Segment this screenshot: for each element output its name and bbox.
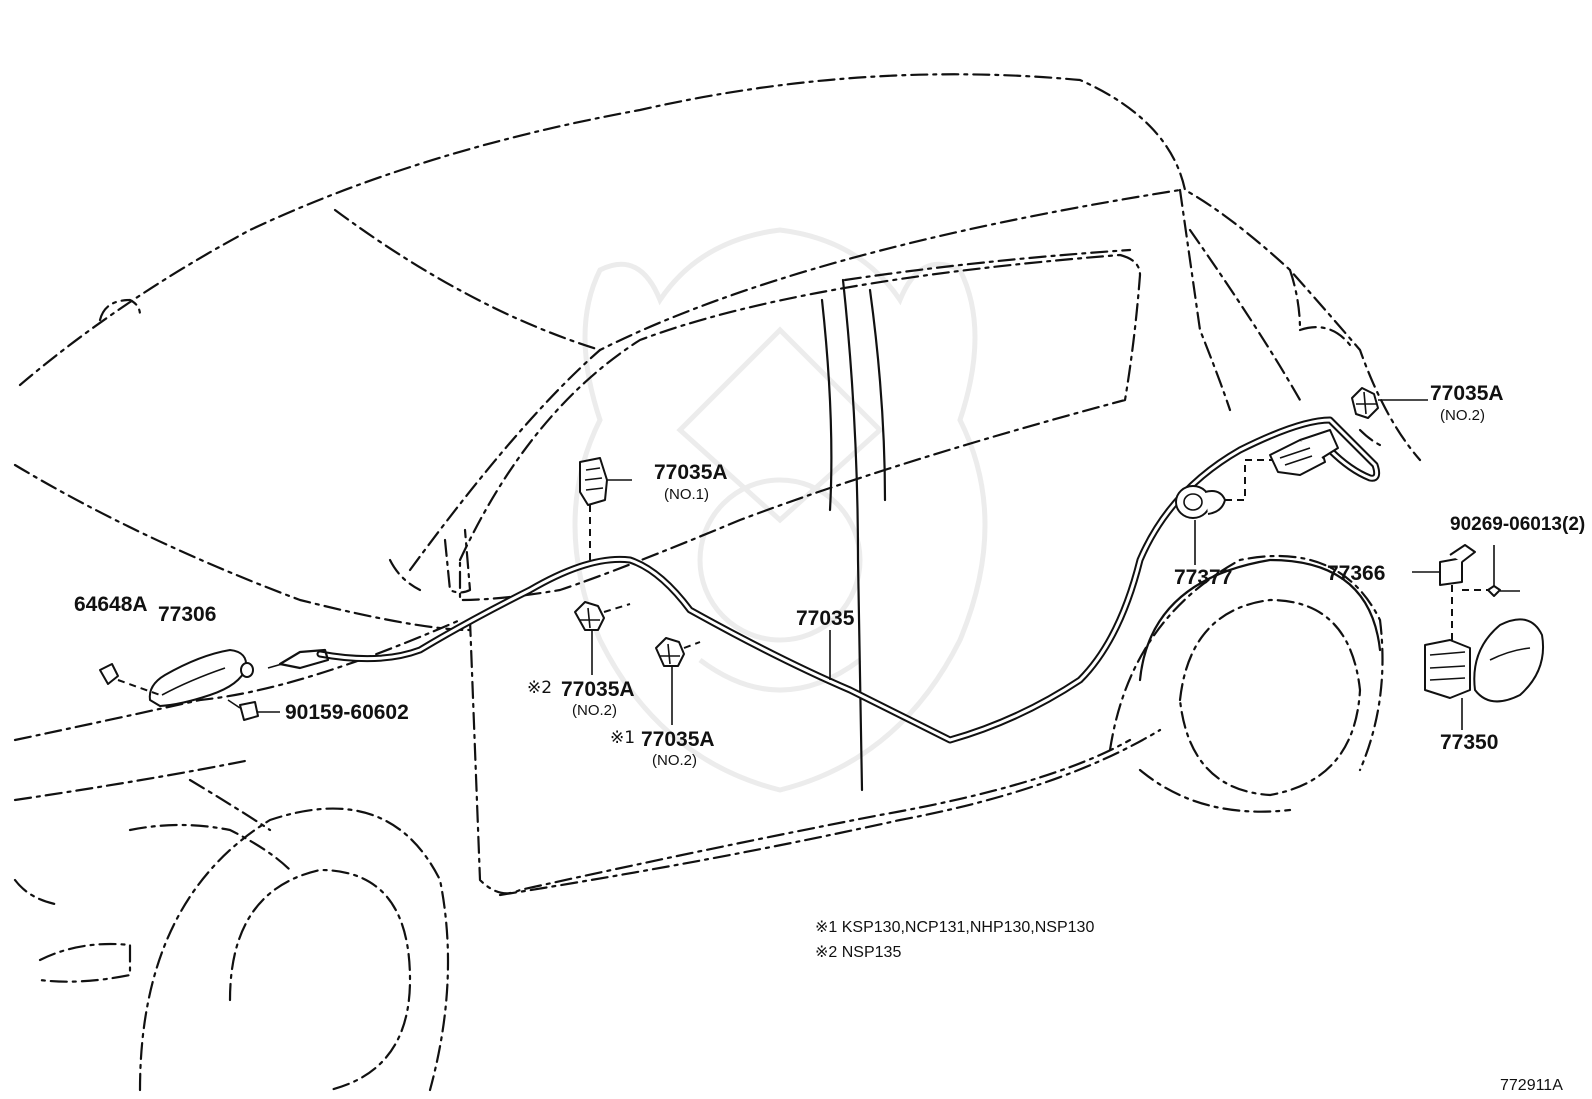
label-77035a-rear-sub: (NO.2) — [1440, 407, 1485, 424]
label-64648a: 64648A — [74, 593, 148, 616]
label-77377: 77377 — [1174, 566, 1233, 589]
lever-assembly-77306 — [99, 649, 280, 721]
label-77306: 77306 — [158, 603, 217, 626]
label-77035a-no1: 77035A — [654, 461, 728, 484]
clamp-no1 — [579, 457, 632, 560]
grommet-77377 — [1175, 459, 1275, 565]
figure-id: 772911A — [1500, 1077, 1563, 1094]
lock-connector — [1269, 429, 1339, 476]
note-mark-1: ※1 — [610, 728, 636, 748]
footnote-2: ※2 NSP135 — [815, 944, 902, 961]
label-77035a-no1-sub: (NO.1) — [664, 486, 709, 503]
label-77366: 77366 — [1327, 562, 1386, 585]
b-pillar-lines — [820, 278, 887, 792]
clip-no2-b — [655, 637, 701, 725]
label-77035a-no2-m2-sub: (NO.2) — [572, 702, 617, 719]
label-90269-06013: 90269-06013(2) — [1450, 514, 1586, 535]
car-body-outline — [13, 73, 1422, 907]
rear-wheel — [1108, 554, 1384, 813]
label-77035a-no2-m1-sub: (NO.2) — [652, 752, 697, 769]
front-wheel — [38, 807, 450, 1092]
clamp-rear — [1351, 387, 1428, 419]
label-90159-60602: 90159-60602 — [285, 701, 409, 724]
note-mark-2: ※2 — [527, 678, 553, 698]
spring-77366 — [1412, 544, 1476, 640]
label-77350: 77350 — [1440, 731, 1499, 754]
label-77035a-no2-m1: 77035A — [641, 728, 715, 751]
label-77035: 77035 — [796, 607, 855, 630]
label-77035a-no2-m2: 77035A — [561, 678, 635, 701]
clip-no2-a — [574, 601, 631, 675]
label-77035a-rear: 77035A — [1430, 382, 1504, 405]
opener-cable — [267, 416, 1381, 744]
footnote-1: ※1 KSP130,NCP131,NHP130,NSP130 — [815, 919, 1095, 936]
screw-90269 — [1462, 545, 1520, 597]
watermark-emblem — [572, 227, 988, 793]
fuel-lid-77350 — [1424, 618, 1544, 730]
